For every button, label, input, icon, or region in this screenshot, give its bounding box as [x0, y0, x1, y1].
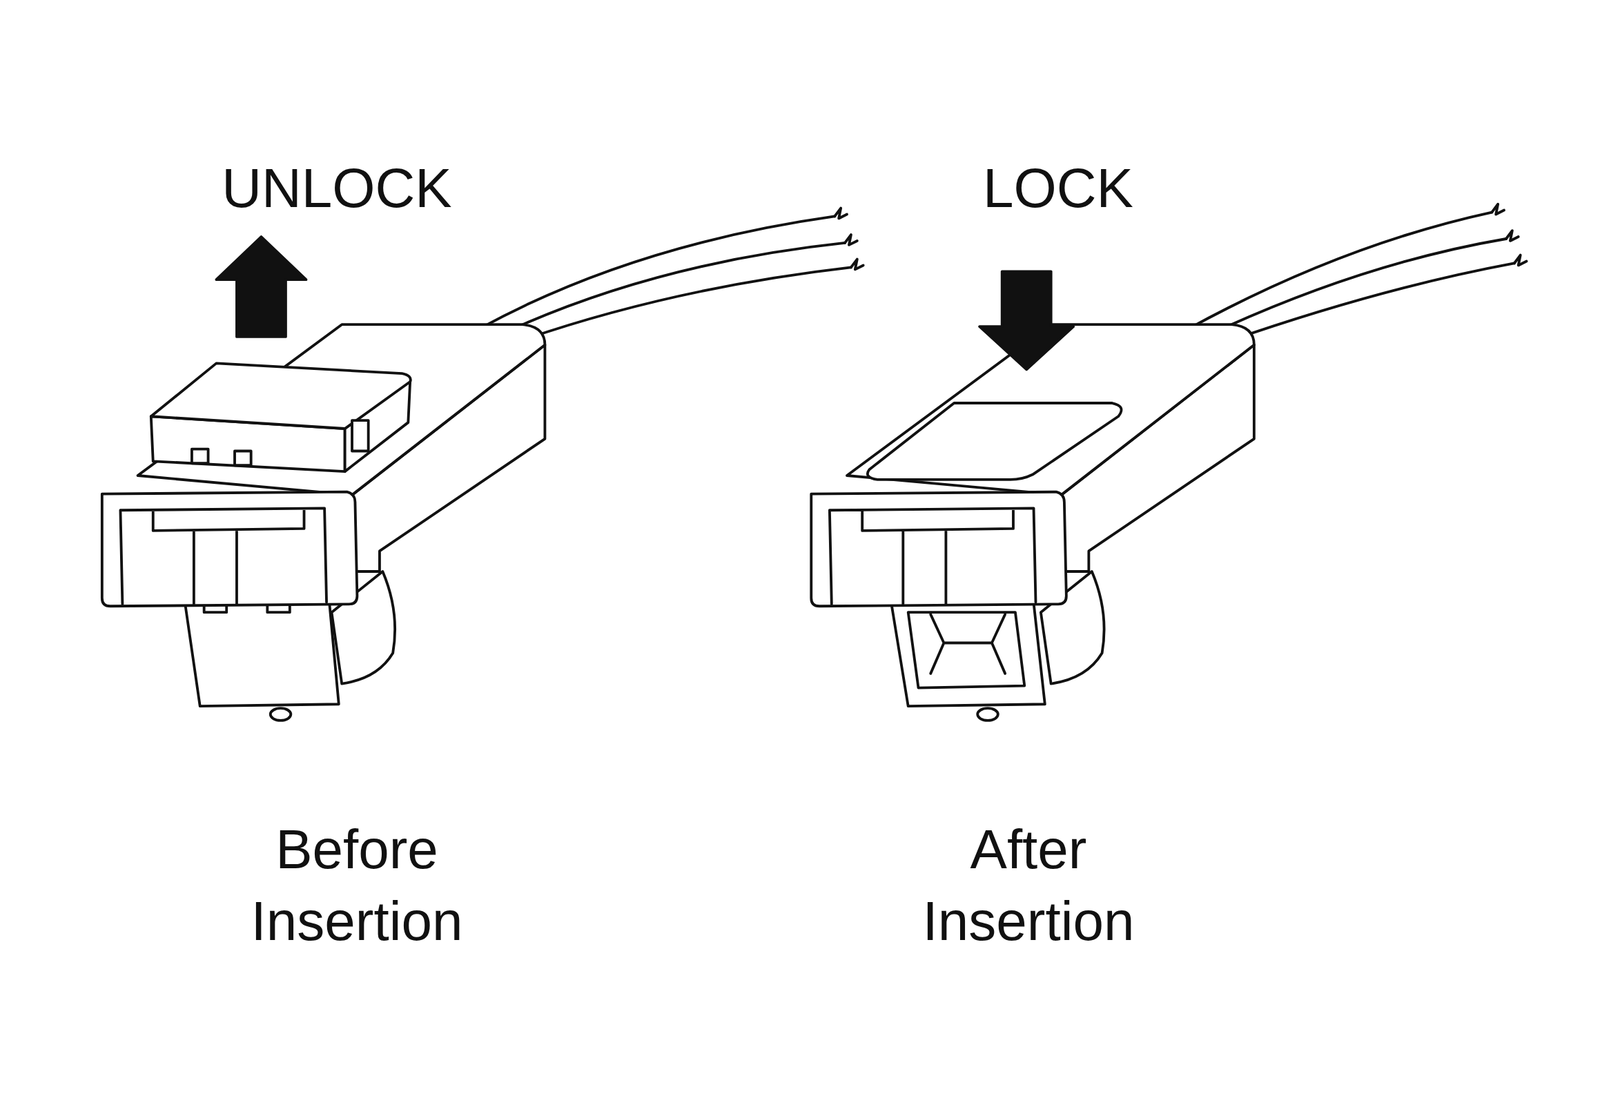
wire: [1188, 212, 1492, 330]
wire-break: [834, 208, 863, 270]
action-label: UNLOCK: [221, 152, 452, 225]
label-holder: LOCK: [982, 152, 1134, 225]
state-caption: Before Insertion: [251, 813, 464, 958]
action-label: LOCK: [982, 152, 1134, 225]
housing-top: [138, 324, 546, 495]
plug-latch: [908, 612, 1026, 688]
wire: [1229, 262, 1514, 341]
label-holder: UNLOCK: [221, 152, 452, 225]
wire: [1209, 238, 1507, 335]
label-holder: After Insertion: [922, 813, 1135, 958]
terminal: [977, 708, 999, 721]
state-caption: After Insertion: [922, 813, 1135, 958]
lock-arrow: [979, 271, 1074, 370]
terminal: [270, 708, 292, 721]
lock-tab: [352, 420, 369, 451]
lock-cap-top: [151, 363, 411, 429]
lock-cap-flush: [867, 403, 1122, 480]
wire-break: [1491, 204, 1527, 266]
wire: [520, 267, 852, 341]
unlock-arrow: [216, 236, 306, 337]
lock-window: [234, 451, 252, 466]
label-holder: Before Insertion: [251, 813, 464, 958]
plug: [889, 594, 1046, 707]
wire: [499, 242, 845, 335]
plug: [183, 594, 339, 707]
front-plate-slots: [120, 508, 327, 604]
front-plate-slots: [829, 508, 1037, 604]
lock-window: [191, 449, 209, 464]
housing-top: [846, 324, 1255, 495]
wire: [479, 216, 835, 329]
front-plate: [811, 492, 1067, 607]
front-plate: [102, 492, 358, 607]
